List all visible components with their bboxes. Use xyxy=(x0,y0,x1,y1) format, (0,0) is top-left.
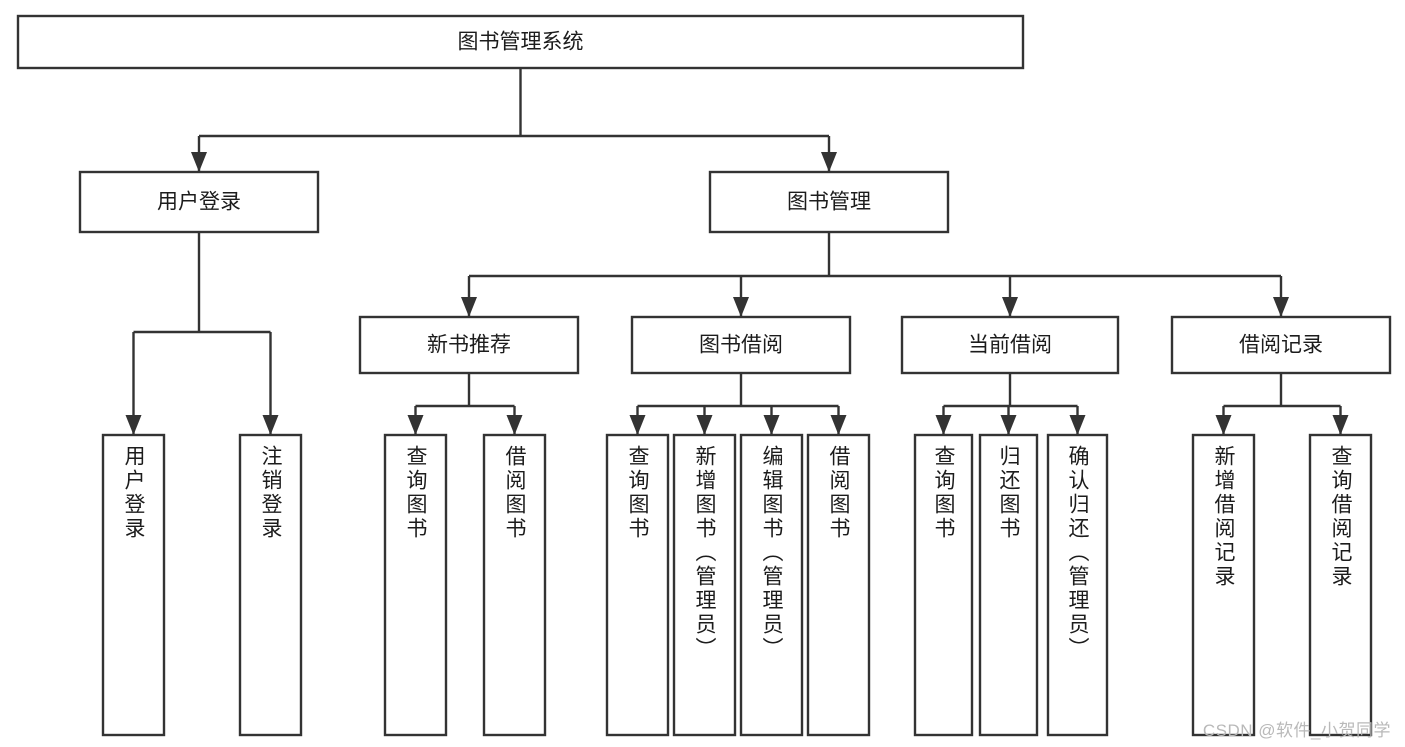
watermark-text: CSDN @软件_小贺同学 xyxy=(1202,721,1391,740)
node-leaf[interactable] xyxy=(238,433,303,737)
node-root[interactable]: 图书管理系统 xyxy=(16,14,1025,70)
arrow-head-icon xyxy=(1215,415,1232,435)
node-level2[interactable]: 图书管理 xyxy=(708,170,950,234)
node-level3[interactable]: 新书推荐 xyxy=(358,315,580,375)
node-leaf[interactable] xyxy=(672,433,737,737)
node-leaf[interactable] xyxy=(383,433,448,737)
arrow-head-icon xyxy=(461,297,477,317)
arrow-head-icon xyxy=(821,152,837,172)
node-leaf[interactable] xyxy=(806,433,871,737)
node-leaf[interactable] xyxy=(482,433,547,737)
arrow-head-icon xyxy=(191,152,207,172)
arrow-head-icon xyxy=(935,415,952,435)
node-leaf[interactable] xyxy=(101,433,166,737)
arrow-head-icon xyxy=(125,415,142,435)
arrow-head-icon xyxy=(262,415,279,435)
node-leaf[interactable] xyxy=(1191,433,1256,737)
node-leaf[interactable] xyxy=(913,433,974,737)
arrow-head-icon xyxy=(1332,415,1349,435)
node-level2[interactable]: 用户登录 xyxy=(78,170,320,234)
node-leaf[interactable] xyxy=(1308,433,1373,737)
arrow-head-icon xyxy=(1273,297,1289,317)
node-label: 用户登录 xyxy=(157,191,241,214)
node-level3[interactable]: 图书借阅 xyxy=(630,315,852,375)
arrow-head-icon xyxy=(696,415,713,435)
node-label: 图书借阅 xyxy=(699,334,783,357)
connectors-layer xyxy=(125,68,1349,435)
node-level3[interactable]: 借阅记录 xyxy=(1170,315,1392,375)
node-label: 新书推荐 xyxy=(427,334,511,357)
arrow-head-icon xyxy=(830,415,847,435)
node-leaf[interactable] xyxy=(978,433,1039,737)
arrow-head-icon xyxy=(506,415,523,435)
arrow-head-icon xyxy=(407,415,424,435)
arrow-head-icon xyxy=(1069,415,1086,435)
node-label: 借阅记录 xyxy=(1239,334,1323,357)
node-level3[interactable]: 当前借阅 xyxy=(900,315,1120,375)
node-leaf[interactable] xyxy=(1046,433,1109,737)
arrow-head-icon xyxy=(1002,297,1018,317)
arrow-head-icon xyxy=(629,415,646,435)
node-leaf[interactable] xyxy=(605,433,670,737)
node-label: 图书管理 xyxy=(787,191,871,214)
arrow-head-icon xyxy=(733,297,749,317)
node-leaf[interactable] xyxy=(739,433,804,737)
node-label: 图书管理系统 xyxy=(458,31,584,54)
arrow-head-icon xyxy=(763,415,780,435)
node-label: 当前借阅 xyxy=(968,334,1052,357)
arrow-head-icon xyxy=(1000,415,1017,435)
